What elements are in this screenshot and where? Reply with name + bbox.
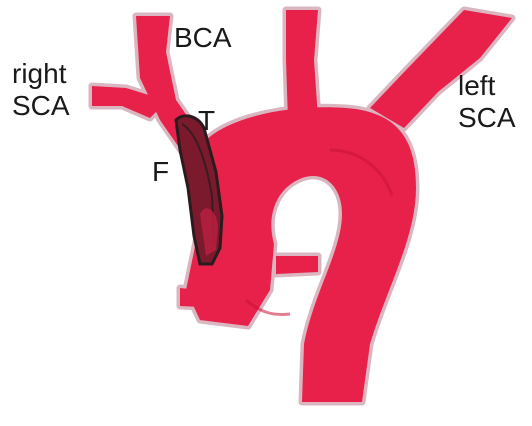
label-t: T [198, 105, 215, 137]
label-right-sca-line1: right [12, 58, 92, 90]
label-left-sca-line2: SCA [458, 102, 530, 134]
label-bca: BCA [174, 22, 232, 54]
label-left-sca: left SCA [458, 70, 530, 134]
label-f: F [152, 156, 169, 188]
label-right-sca: right SCA [12, 58, 92, 122]
label-left-sca-line1: left [458, 70, 530, 102]
label-right-sca-line2: SCA [12, 90, 92, 122]
